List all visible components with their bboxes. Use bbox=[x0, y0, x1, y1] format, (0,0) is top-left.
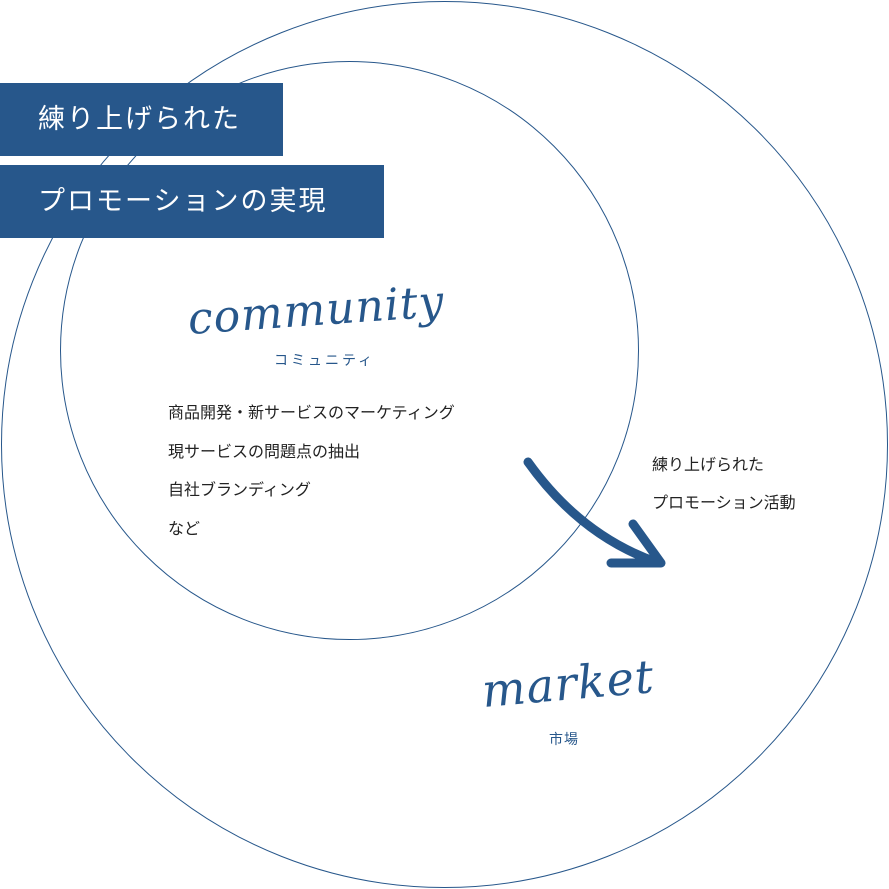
headline-banner-line-1: 練り上げられた bbox=[0, 83, 283, 156]
community-kana-label: コミュニティ bbox=[274, 353, 376, 369]
result-line-1: 練り上げられた bbox=[652, 455, 765, 474]
market-kanji-label: 市場 bbox=[549, 732, 579, 748]
list-item: 自社ブランディング bbox=[168, 480, 311, 499]
promotion-result-text: 練り上げられた プロモーション活動 bbox=[652, 452, 796, 528]
headline-banner-line-2: プロモーションの実現 bbox=[0, 165, 384, 238]
community-activity-list: 商品開発・新サービスのマーケティング 現サービスの問題点の抽出 自社ブランディン… bbox=[168, 400, 455, 554]
list-item: 現サービスの問題点の抽出 bbox=[168, 441, 361, 461]
result-line-2: プロモーション活動 bbox=[652, 493, 796, 512]
list-item: 商品開発・新サービスのマーケティング bbox=[168, 403, 455, 422]
community-circle bbox=[60, 61, 639, 640]
list-item: など bbox=[168, 518, 201, 538]
curved-arrow-icon bbox=[523, 457, 666, 568]
